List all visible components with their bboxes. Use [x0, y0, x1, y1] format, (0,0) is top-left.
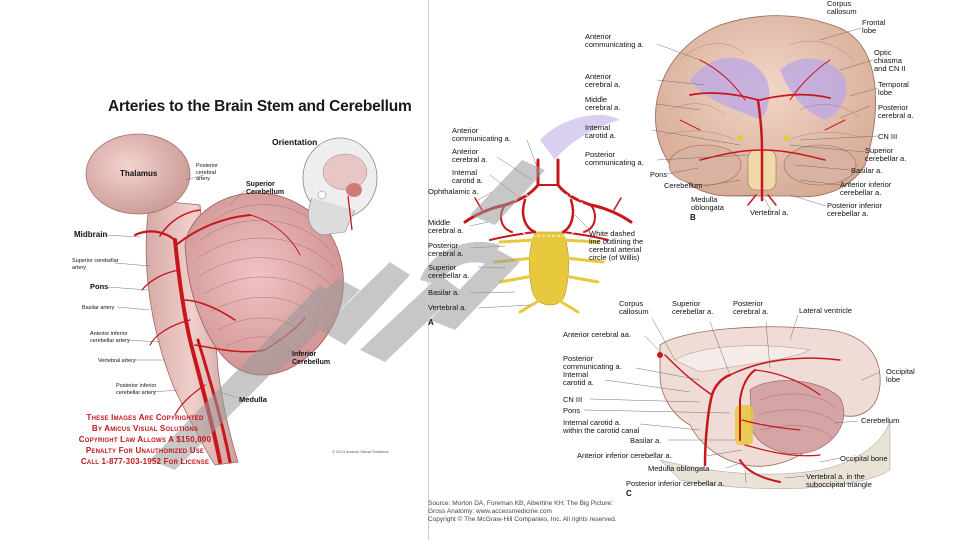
label-basilar-artery: Basilar artery [82, 305, 115, 311]
c-label-basilar: Basilar a. [630, 436, 662, 445]
b-label-anterior-cerebral: Anterior cerebral a. [585, 72, 621, 89]
panel-c-sagittal-view [657, 326, 891, 489]
c-label-vertebral-triangle: Vertebral a. in the suboccipital triangl… [806, 472, 872, 489]
b-label-frontal-lobe: Frontal lobe [862, 18, 886, 35]
a-label-posterior-cerebral: Posterior cerebral a. [428, 241, 464, 258]
label-posterior-cerebral-artery: Posterior cerebral artery [196, 163, 219, 182]
b-label-anterior-communicating: Anterior communicating a. [585, 32, 644, 49]
copyright-line: By Amicus Visual Solutions [91, 424, 199, 433]
a-label-middle-cerebral: Middle cerebral a. [428, 218, 464, 235]
c-label-medulla: Medulla oblongata [648, 464, 710, 473]
label-midbrain: Midbrain [74, 230, 108, 239]
b-label-posterior-communicating: Posterior communicating a. [585, 150, 644, 167]
panel-b-letter: B [690, 213, 696, 222]
label-vertebral-artery: Vertebral artery [98, 358, 136, 364]
source-line: Source: Morton DA, Foreman KB, Albertine… [428, 500, 613, 507]
label-superior-cerebellum: Superior Cerebellum [246, 181, 285, 196]
source-line: Copyright © The McGraw-Hill Companies, I… [428, 516, 617, 523]
b-label-medulla: Medulla oblongata [691, 195, 724, 212]
b-label-cn-iii: CN III [878, 132, 898, 141]
b-label-corpus-callosum: Corpus callosum [827, 0, 857, 16]
c-label-cn-iii: CN III [563, 395, 583, 404]
b-label-basilar: Basilar a. [851, 166, 883, 175]
label-thalamus: Thalamus [120, 169, 158, 178]
b-label-pons: Pons [650, 170, 668, 179]
copyright-line: These Images Are Copyrighted [86, 413, 204, 422]
copyright-line: Penalty For Unauthorized Use [85, 446, 205, 455]
copyright-notice: These Images Are Copyrighted By Amicus V… [60, 412, 230, 467]
panel-b-brain-inferior-view [655, 15, 876, 206]
c-label-anterior-cerebral: Anterior cerebral aa. [563, 330, 631, 339]
watermark-strokes [150, 160, 545, 470]
left-panel-title: Arteries to the Brain Stem and Cerebellu… [108, 98, 412, 115]
label-pons: Pons [90, 282, 109, 291]
copyright-line: Call 1-877-303-1952 For License [80, 457, 210, 466]
a-label-anterior-communicating: Anterior communicating a. [452, 126, 511, 143]
b-label-pica: Posterior inferior cerebellar a. [827, 201, 883, 218]
c-label-internal-carotid-canal: Internal carotid a. within the carotid c… [563, 418, 640, 435]
panel-c-letter: C [626, 489, 632, 498]
c-label-occipital-lobe: Occipital lobe [886, 367, 915, 384]
label-medulla: Medulla [239, 395, 267, 404]
a-label-internal-carotid: Internal carotid a. [452, 168, 483, 185]
label-inferior-cerebellum: Inferior Cerebellum [292, 351, 331, 366]
c-label-lateral-ventricle: Lateral ventricle [799, 306, 852, 315]
c-label-occipital-bone: Occipital bone [840, 454, 888, 463]
a-label-ophthalmic: Ophthalamic a. [428, 187, 479, 196]
a-label-willis-note: White dashed line outlining the cerebral… [589, 229, 644, 262]
panel-a-letter: A [428, 318, 434, 327]
c-label-aica: Anterior inferior cerebellar a. [577, 451, 672, 460]
b-label-aica: Anterior inferior cerebellar a. [840, 180, 892, 197]
source-citation: Source: Morton DA, Foreman KB, Albertine… [428, 500, 617, 524]
thalamus-shape [85, 133, 191, 215]
b-label-middle-cerebral: Middle cerebral a. [585, 95, 621, 112]
c-label-internal-carotid: Internal carotid a. [563, 370, 594, 387]
a-label-superior-cerebellar: Superior cerebellar a. [428, 263, 470, 280]
a-label-vertebral: Vertebral a. [428, 303, 467, 312]
orientation-head-illustration [302, 137, 378, 236]
a-label-basilar: Basilar a. [428, 288, 460, 297]
c-label-pons: Pons [563, 406, 581, 415]
b-label-superior-cerebellar: Superior cerebellar a. [865, 146, 907, 163]
label-pica: Posterior inferior cerebellar artery [116, 383, 157, 396]
a-label-anterior-cerebral: Anterior cerebral a. [452, 147, 488, 164]
copyright-line: Copyright Law Allows A $150,000 [78, 435, 212, 444]
b-label-optic-chiasma: Optic chiasma and CN II [874, 48, 906, 73]
b-label-cerebellum: Cerebellum [664, 181, 703, 190]
b-label-temporal-lobe: Temporal lobe [878, 80, 909, 97]
b-label-internal-carotid: Internal carotid a. [585, 123, 616, 140]
c-label-posterior-communicating: Posterior communicating a. [563, 354, 622, 371]
b-label-posterior-cerebral: Posterior cerebral a. [878, 103, 914, 120]
label-aica: Anterior inferior cerebellar artery [90, 331, 130, 344]
c-label-cerebellum: Cerebellum [861, 416, 900, 425]
label-superior-cerebellar-artery: Superior cerebellar artery [72, 258, 119, 271]
c-label-pica: Posterior inferior cerebellar a. [626, 479, 725, 488]
c-label-corpus-callosum: Corpus callosum [619, 299, 649, 316]
c-label-posterior-cerebral: Posterior cerebral a. [733, 299, 769, 316]
b-label-vertebral: Vertebral a. [750, 208, 789, 217]
tiny-credit: © 2014 Amicus Visual Solutions [332, 449, 389, 454]
panel-divider [428, 0, 429, 540]
source-line: Gross Anatomy: www.accessmedicine.com [428, 508, 552, 515]
orientation-label: Orientation [272, 137, 318, 147]
c-label-superior-cerebellar: Superior cerebellar a. [672, 299, 714, 316]
leader-lines [104, 27, 881, 484]
